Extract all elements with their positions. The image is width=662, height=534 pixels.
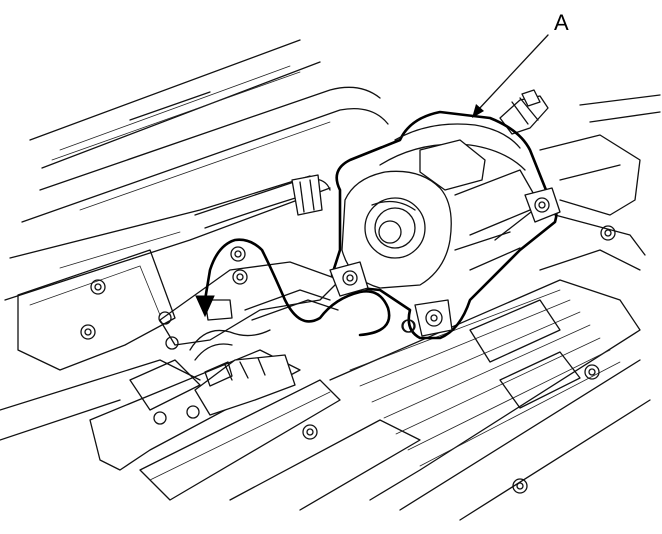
- bracket-bolt-hole-inner: [94, 283, 102, 291]
- coolant-hose: [194, 174, 331, 229]
- bracket-bolt-inner: [236, 273, 244, 281]
- mount-stud-inner: [604, 229, 612, 237]
- mount-stud-lower: [402, 319, 416, 333]
- wiring-connector: [189, 289, 339, 416]
- callout-a-leader: [477, 34, 549, 111]
- case-bolt-inner: [306, 428, 314, 436]
- mount-bushing-outer: [364, 197, 426, 259]
- mount-stud: [600, 225, 616, 241]
- mount-stud-nut: [521, 89, 541, 107]
- bracket-bolt: [158, 311, 172, 325]
- right-side-component: [539, 94, 661, 256]
- mount-bushing-center: [378, 220, 402, 244]
- bracket-bolt-inner: [234, 250, 242, 258]
- bracket-bolt: [232, 269, 248, 285]
- mount-bolt-right: [534, 197, 550, 213]
- case-bolt: [584, 364, 600, 380]
- routing-cable: [195, 238, 391, 337]
- frame-bolt: [153, 411, 167, 425]
- mount-bushing: [374, 207, 416, 249]
- case-bolt-inner: [588, 368, 596, 376]
- bracket-bolt-hole: [90, 279, 106, 295]
- bracket-bolt-hole-inner: [84, 328, 92, 336]
- case-bolt: [302, 424, 318, 440]
- mount-bolt-left-inner: [346, 274, 354, 282]
- side-member-bracket: [0, 249, 201, 441]
- transmission-case: [302, 249, 651, 521]
- callout-a-arrowhead: [472, 104, 484, 118]
- engine-mount: [329, 89, 561, 340]
- case-bolt: [512, 478, 528, 494]
- lower-frame: [89, 349, 421, 511]
- mount-ear-left: [329, 261, 369, 297]
- routing-arrow-head: [195, 295, 215, 318]
- mount-ear-bottom: [414, 299, 453, 337]
- callout-a: A: [472, 10, 569, 118]
- bracket-bolt-hole: [80, 324, 96, 340]
- body-frame-rails: [4, 39, 389, 301]
- mount-top-pad: [419, 139, 486, 191]
- mount-ear-right: [524, 187, 561, 223]
- callout-a-label: A: [554, 10, 569, 35]
- mount-bolt-bottom-inner: [430, 314, 438, 322]
- case-bolt-inner: [516, 482, 524, 490]
- center-bracket: [158, 246, 341, 350]
- mount-bolt-left: [342, 270, 358, 286]
- bracket-bolt: [230, 246, 246, 262]
- mount-bolt-right-inner: [538, 201, 546, 209]
- mount-bolt-bottom: [425, 309, 443, 327]
- frame-bolt: [186, 405, 200, 419]
- bracket-bolt: [165, 336, 179, 350]
